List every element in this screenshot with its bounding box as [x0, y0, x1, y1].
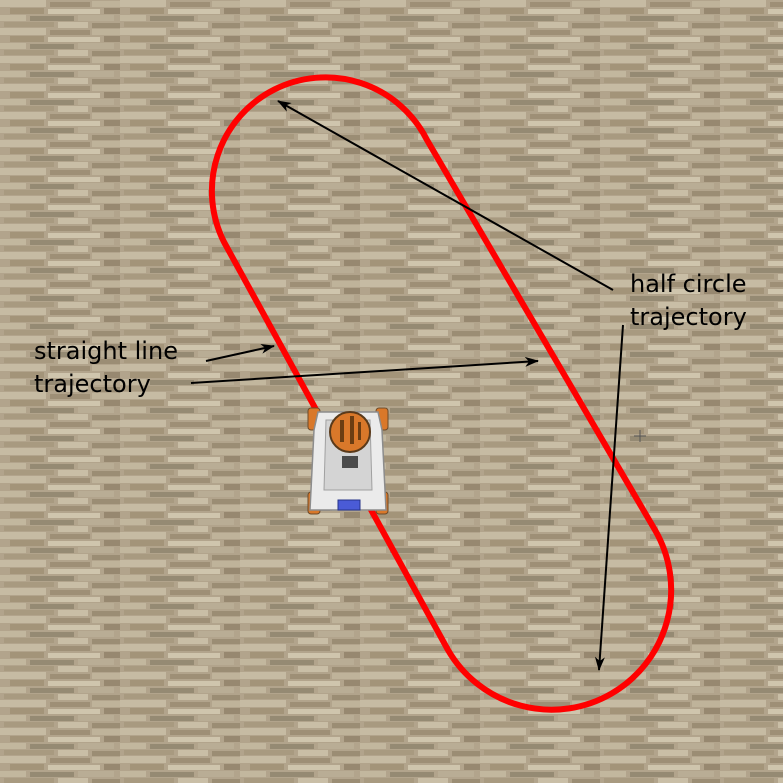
crosshair-icon	[634, 430, 646, 442]
label-straight-line-line2: trajectory	[34, 370, 151, 398]
trajectory-loop	[208, 74, 675, 713]
arrow-straight-line-left	[205, 343, 275, 362]
mobile-robot-icon	[307, 407, 389, 515]
label-half-circle-line2: trajectory	[630, 303, 747, 331]
arrow-straight-line-right	[190, 356, 539, 384]
arrow-half-circle-top	[277, 100, 614, 291]
label-straight-line-line1: straight line	[34, 337, 178, 365]
label-half-circle-line1: half circle	[630, 270, 747, 298]
arrow-half-circle-bottom	[594, 324, 624, 671]
